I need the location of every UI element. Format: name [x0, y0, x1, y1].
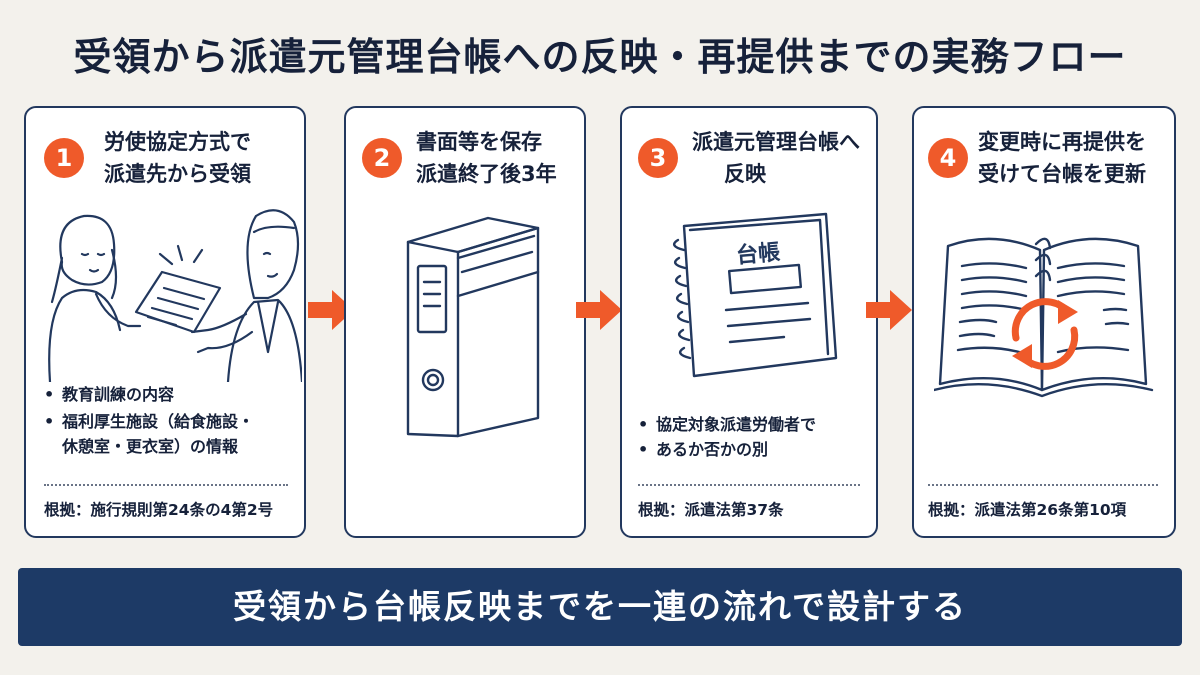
- handover-illustration-icon: [48, 209, 302, 382]
- step-basis-3: 根拠：派遣法第37条: [638, 501, 784, 519]
- divider: [638, 484, 860, 486]
- step-number-3: 3: [638, 138, 678, 178]
- step-card-3: 3 派遣元管理台帳へ 反映 台帳: [620, 106, 878, 538]
- step-header-1: 1 労使協定方式で 派遣先から受領: [26, 126, 304, 196]
- step-number-1: 1: [44, 138, 84, 178]
- step-basis-1: 根拠：施行規則第24条の4第2号: [44, 501, 274, 519]
- binder-icon: [406, 216, 540, 438]
- step-heading-3: 派遣元管理台帳へ 反映: [692, 130, 860, 186]
- step-heading-1: 労使協定方式で 派遣先から受領: [104, 130, 251, 186]
- step-header-2: 2 書面等を保存 派遣終了後3年: [346, 126, 584, 196]
- divider: [928, 484, 1158, 486]
- arrow-right-icon: [308, 290, 354, 330]
- page-title: 受領から派遣元管理台帳への反映・再提供までの実務フロー: [73, 35, 1127, 79]
- step-number-2: 2: [362, 138, 402, 178]
- ledger-illustration: 台帳: [648, 206, 848, 386]
- step-bullets-1: 教育訓練の内容 福利厚生施設（給食施設・ 休憩室・更衣室）の情報: [44, 382, 254, 459]
- step-heading-4: 変更時に再提供を 受けて台帳を更新: [978, 130, 1146, 186]
- open-book-update-icon: [934, 237, 1154, 398]
- summary-banner: 受領から台帳反映までを一連の流れで設計する: [18, 568, 1182, 646]
- divider: [44, 484, 288, 486]
- step-bullets-3: 協定対象派遣労働者で あるか否かの別: [638, 412, 816, 462]
- ledger-label: 台帳: [735, 240, 782, 269]
- arrow-right-icon: [576, 290, 622, 330]
- list-item: 教育訓練の内容: [44, 382, 254, 407]
- step-heading-2: 書面等を保存 派遣終了後3年: [416, 130, 557, 186]
- step-card-1: 1 労使協定方式で 派遣先から受領: [24, 106, 306, 538]
- list-item: 協定対象派遣労働者で: [638, 412, 816, 437]
- notebook-icon: [672, 212, 838, 378]
- step-header-4: 4 変更時に再提供を 受けて台帳を更新: [914, 126, 1174, 196]
- step-header-3: 3 派遣元管理台帳へ 反映: [622, 126, 876, 196]
- step-number-4: 4: [928, 138, 968, 178]
- step-card-2: 2 書面等を保存 派遣終了後3年: [344, 106, 586, 538]
- step-card-4: 4 変更時に再提供を 受けて台帳を更新: [912, 106, 1176, 538]
- list-item: あるか否かの別: [638, 437, 816, 462]
- list-item: 福利厚生施設（給食施設・: [44, 409, 254, 434]
- arrow-right-icon: [866, 290, 912, 330]
- list-item: 休憩室・更衣室）の情報: [62, 437, 239, 456]
- step-basis-4: 根拠：派遣法第26条第10項: [928, 501, 1127, 519]
